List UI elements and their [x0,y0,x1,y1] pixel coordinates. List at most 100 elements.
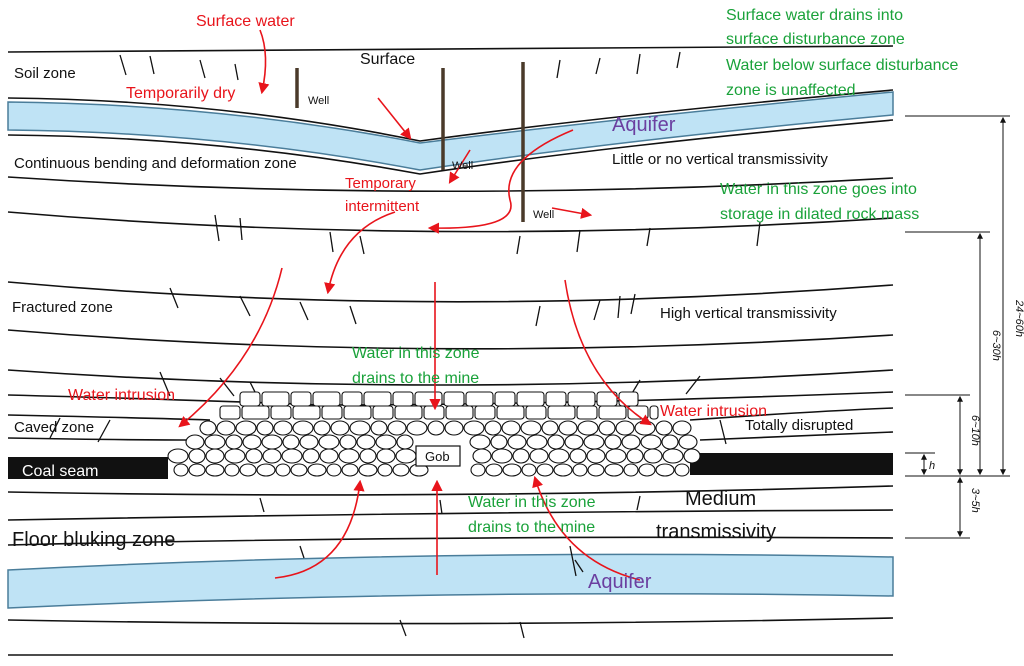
rubble-stone [363,391,392,407]
rubble-stone [261,434,283,450]
rubble-stone [598,420,616,436]
rubble-stone [406,420,428,436]
rubble-stone [640,434,662,450]
rubble-stone [507,434,527,450]
floor-zone-label: Floor bluking zone [12,529,175,551]
rubble-stone [375,434,397,450]
rubble-stone [427,420,445,436]
rubble-stone [290,391,312,407]
rubble-stone [392,391,414,407]
well-label-2: Well [452,160,473,172]
rubble-stone [634,420,656,436]
rubble-stone [356,434,376,450]
surface-water-label: Surface water [196,13,295,30]
rubble-stone [185,434,205,450]
note-storage-line-1: Water in this zone goes into [720,181,917,198]
surface-label: Surface [360,51,415,68]
rubble-stone [273,420,293,436]
caved-zone-label: Caved zone [14,419,94,436]
rubble-stone [576,405,598,420]
rubble-stone [463,420,485,436]
rubble-stone [414,391,443,407]
rubble-stone [290,463,308,477]
medium-label: Medium [685,488,756,510]
dimension-lines [905,115,1010,539]
rubble-stone [516,391,545,407]
well-label-1: Well [308,95,329,107]
rubble-stone [376,448,396,464]
flow-arrow-intrusion-right [564,279,652,426]
rubble-stone [199,420,217,436]
rubble-stone [569,448,587,464]
rubble-stone [577,420,599,436]
transmissivity-label: transmissivity [656,521,776,543]
flow-arrows [178,29,652,581]
rubble-stone [674,463,690,477]
rubble-stone [318,434,340,450]
rubble-stone [339,434,357,450]
rubble-stone [672,420,692,436]
rubble-stone [627,405,649,420]
rubble-stone [423,405,445,420]
rubble-stone [512,448,530,464]
rubble-stone [256,463,276,477]
high-vertical-label: High vertical transmissivity [660,305,837,322]
rubble-stone [474,405,496,420]
gob-box: Gob [415,445,461,467]
rubble-stone [330,420,350,436]
rubble-stone [541,420,559,436]
rubble-stone [502,463,522,477]
note-surface-line-4: zone is unaffected [726,82,856,99]
rubble-stone [256,420,274,436]
rubble-stone [548,448,570,464]
rubble-stone [270,405,292,420]
flow-arrow-well [448,149,471,184]
flow-arrow-floor-left [274,479,365,579]
rubble-stone [224,448,246,464]
water-intrusion-left-label: Water intrusion [68,387,175,404]
drain-lower-line-2: drains to the mine [468,519,595,536]
rubble-stone [313,420,331,436]
rubble-stone [661,434,679,450]
rubble-stone [359,448,377,464]
rubble-stone [662,448,684,464]
rubble-stone [358,463,378,477]
rubble-stone [188,448,206,464]
totally-disrupted-label: Totally disrupted [745,417,853,434]
dim-fractured-label: 6~30h [990,330,1002,361]
rubble-stone [547,434,565,450]
rubble-stone [553,463,573,477]
aquifer-upper-label: Aquifer [612,114,676,136]
rubble-stone [394,405,423,420]
rubble-stone [205,463,225,477]
rubble-stone [262,448,282,464]
rubble-stone [626,448,644,464]
rubble-stone [583,434,605,450]
dim-caved-label: 6~10h [969,415,981,446]
coal-seam-band [8,453,893,479]
rubble-stone [225,434,243,450]
rubble-stone [526,434,548,450]
temporary-label: Temporary [345,175,416,192]
rubble-stone [235,420,257,436]
drain-lower-line-1: Water in this zone [468,494,596,511]
rubble-stone [370,420,388,436]
dim-floor-label: 3~5h [969,488,981,513]
strata-lines [7,45,894,656]
rubble-stone [558,420,578,436]
rubble-stone [281,448,303,464]
drain-upper-line-1: Water in this zone [352,345,480,362]
rubble-stone [536,463,554,477]
rubble-stone [443,391,465,407]
rubble-stone [465,391,494,407]
rubble-stone [525,405,547,420]
lower-aquifer [7,553,894,609]
flow-arrow-aquifer [377,97,412,140]
note-surface-line-2: surface disturbance zone [726,31,905,48]
rubble-stone [167,448,189,464]
rubble-stone [343,405,372,420]
rubble-stone [261,391,290,407]
flow-arrow-deep-well [551,207,593,219]
rubble-stone [292,420,314,436]
rubble-stone [299,434,319,450]
